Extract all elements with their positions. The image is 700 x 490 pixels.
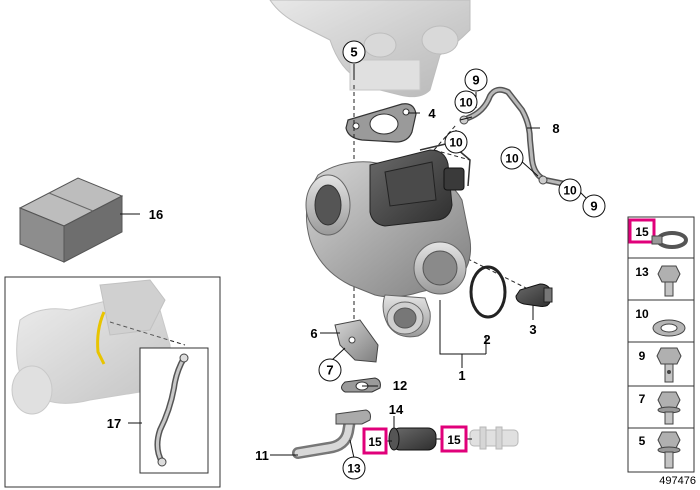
turbocharger-illustration — [305, 142, 472, 338]
callout-10-c: 10 — [500, 146, 524, 170]
callout-4: 4 — [428, 106, 436, 121]
fastener-legend: 15 13 10 9 — [627, 216, 695, 473]
svg-text:5: 5 — [350, 45, 357, 60]
banjo-bolt-icon — [656, 347, 682, 383]
callout-15-right: 15 — [440, 425, 468, 453]
svg-text:5: 5 — [639, 434, 646, 448]
svg-text:7: 7 — [639, 392, 646, 406]
sensor-illustration — [515, 283, 553, 307]
collar-bolt-icon — [657, 391, 681, 425]
assembly-guide-lines — [109, 85, 531, 346]
svg-text:14: 14 — [389, 402, 404, 417]
svg-text:1: 1 — [458, 368, 465, 383]
svg-text:7: 7 — [326, 363, 333, 378]
callout-6: 6 — [310, 326, 317, 341]
o-ring-illustration — [469, 265, 507, 319]
svg-text:4: 4 — [428, 106, 436, 121]
svg-text:10: 10 — [635, 307, 649, 321]
callout-10-a: 10 — [454, 90, 478, 114]
exhaust-manifold-illustration — [269, 0, 471, 98]
callout-8: 8 — [552, 121, 559, 136]
callout-14: 14 — [389, 402, 404, 417]
svg-text:15: 15 — [635, 225, 649, 239]
legend-item-10: 10 — [635, 307, 686, 337]
legend-item-13: 13 — [635, 265, 681, 297]
callout-16: 16 — [149, 207, 163, 222]
svg-text:11: 11 — [255, 448, 269, 463]
callout-3: 3 — [529, 322, 536, 337]
connector-illustration — [469, 426, 519, 450]
svg-text:10: 10 — [563, 184, 577, 198]
flange-bolt-icon — [657, 431, 681, 469]
callout-2: 2 — [483, 332, 490, 347]
svg-text:15: 15 — [368, 435, 382, 449]
callout-7: 7 — [318, 358, 342, 382]
callout-15-left: 15 — [362, 427, 388, 455]
svg-text:8: 8 — [552, 121, 559, 136]
svg-text:12: 12 — [393, 378, 407, 393]
svg-text:15: 15 — [447, 433, 461, 447]
callout-1: 1 — [458, 368, 465, 383]
svg-text:10: 10 — [505, 152, 519, 166]
svg-text:9: 9 — [590, 199, 597, 214]
callout-10-d: 10 — [558, 178, 582, 202]
callout-10-b: 10 — [444, 130, 468, 154]
svg-text:13: 13 — [347, 462, 361, 476]
bracket-illustration — [334, 319, 379, 363]
legend-item-15: 15 — [628, 218, 688, 249]
callout-13: 13 — [342, 456, 366, 480]
svg-text:9: 9 — [639, 349, 646, 363]
legend-item-5: 5 — [639, 431, 681, 469]
svg-text:9: 9 — [472, 73, 479, 88]
callout-5: 5 — [342, 40, 366, 64]
svg-text:13: 13 — [635, 265, 649, 279]
svg-text:10: 10 — [449, 136, 463, 150]
sealing-ring-icon — [652, 319, 686, 337]
svg-text:17: 17 — [107, 416, 121, 431]
callout-9-right: 9 — [582, 194, 606, 218]
repair-kit-box-illustration — [18, 177, 124, 263]
document-number: 497476 — [659, 475, 696, 487]
legend-item-7: 7 — [639, 391, 681, 425]
hose-illustration — [388, 427, 437, 451]
leader-lines — [120, 64, 587, 459]
callout-17: 17 — [107, 416, 121, 431]
hose-clamp-icon — [651, 231, 688, 249]
svg-text:2: 2 — [483, 332, 490, 347]
legend-item-9: 9 — [639, 347, 682, 383]
svg-text:3: 3 — [529, 322, 536, 337]
flange-gasket-illustration — [341, 377, 381, 393]
svg-text:10: 10 — [459, 96, 473, 110]
callout-11: 11 — [255, 448, 269, 463]
callout-12: 12 — [393, 378, 407, 393]
turbo-gasket-illustration — [345, 103, 417, 143]
hex-bolt-icon — [657, 265, 681, 297]
inset-detail-frame — [4, 276, 221, 488]
svg-text:6: 6 — [310, 326, 317, 341]
oil-return-pipe-illustration — [292, 409, 371, 459]
callout-9-top: 9 — [464, 68, 488, 92]
svg-text:16: 16 — [149, 207, 163, 222]
